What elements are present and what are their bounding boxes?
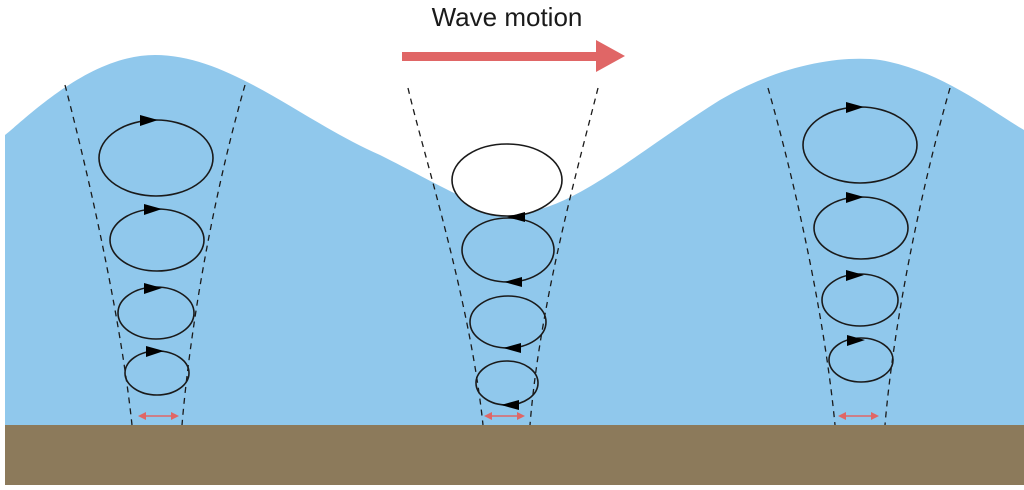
guide-lines — [64, 84, 951, 426]
double-headed-arrow-icon — [138, 412, 179, 420]
bottom-oscillation-arrows — [138, 412, 879, 420]
right-arrow-icon — [402, 40, 625, 72]
triangle-arrowhead-icon — [144, 283, 162, 294]
double-headed-arrow-icon — [484, 412, 525, 420]
orbit-circle — [451, 143, 563, 217]
triangle-arrowhead-icon — [501, 400, 519, 410]
triangle-arrowhead-icon — [846, 192, 864, 203]
double-headed-arrow-icon — [838, 412, 879, 420]
guide-line — [181, 84, 246, 426]
water-body — [5, 55, 1024, 428]
triangle-arrowhead-icon — [846, 102, 864, 113]
guide-line — [767, 87, 836, 426]
triangle-arrowhead-icon — [507, 212, 525, 222]
triangle-arrowhead-icon — [504, 277, 522, 287]
triangle-arrowhead-icon — [846, 270, 864, 281]
triangle-arrowhead-icon — [144, 204, 162, 215]
guide-line — [884, 87, 951, 426]
triangle-arrowhead-icon — [503, 343, 521, 353]
triangle-arrowhead-icon — [847, 335, 865, 346]
triangle-arrowhead-icon — [146, 346, 164, 357]
orbits — [98, 106, 918, 406]
orbit-circle — [828, 337, 894, 383]
diagram-title: Wave motion — [432, 2, 583, 32]
triangle-arrowhead-icon — [140, 115, 158, 126]
seabed — [5, 425, 1024, 485]
guide-line — [64, 84, 133, 426]
orbit-direction-arrows — [140, 102, 865, 410]
